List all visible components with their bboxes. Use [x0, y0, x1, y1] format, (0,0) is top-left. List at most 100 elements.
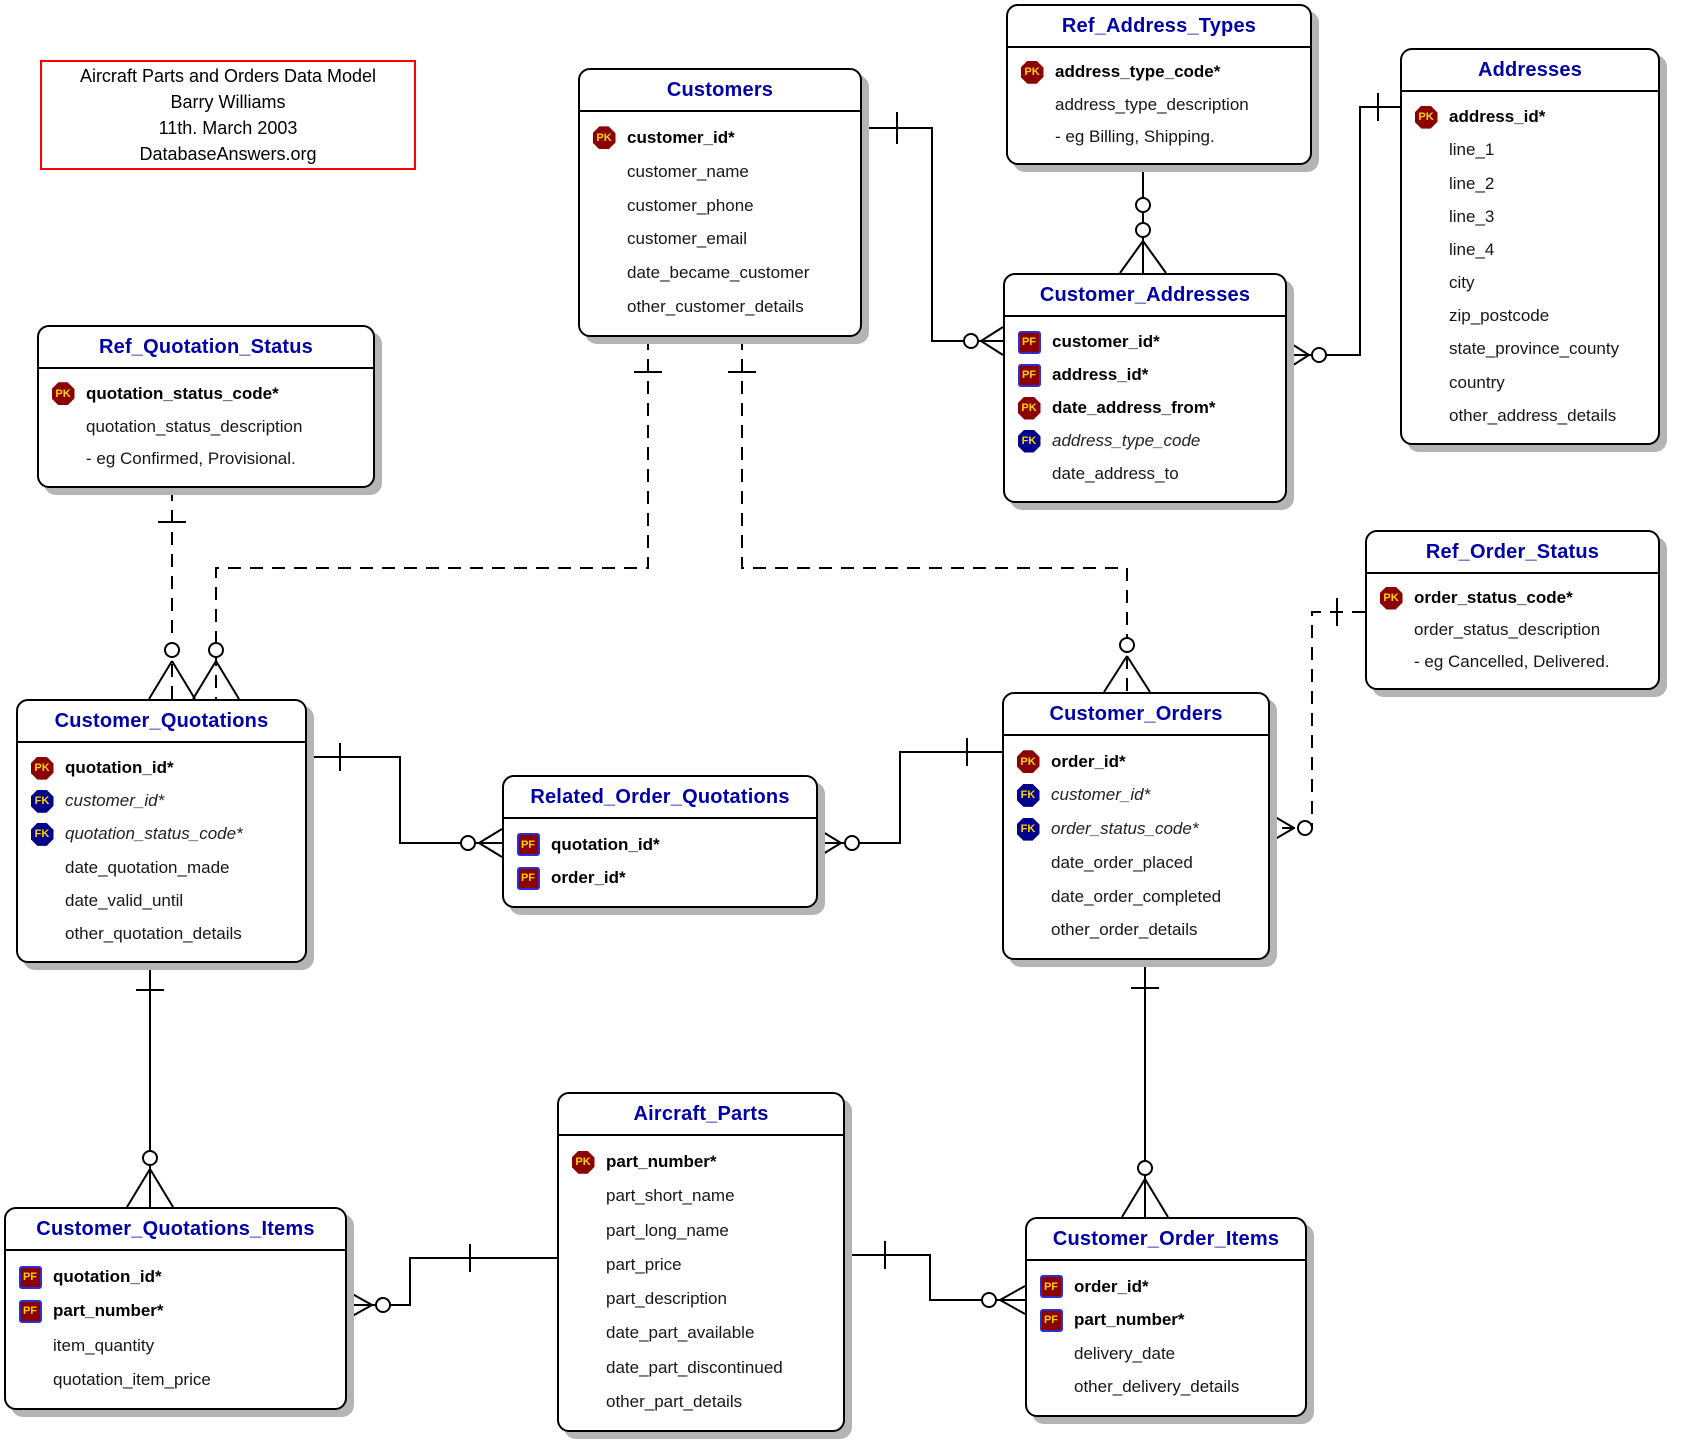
primary-foreign-key-icon: PF: [18, 1299, 42, 1323]
attribute-row: customer_phone: [580, 194, 860, 218]
attribute-text: other_address_details: [1449, 405, 1617, 425]
attribute-row: zip_postcode: [1402, 304, 1658, 328]
cardinality-zero-circle: [1297, 820, 1313, 836]
attribute-text: date_quotation_made: [65, 857, 230, 877]
crowfoot-leg: [1119, 240, 1144, 274]
attribute-row: quotation_item_price: [6, 1368, 345, 1392]
entity-title: Aircraft_Parts: [559, 1094, 843, 1136]
attribute-text: date_address_to: [1052, 464, 1179, 483]
cardinality-zero-circle: [963, 333, 979, 349]
key-icon-cell: FK: [29, 822, 55, 846]
attribute-row: state_province_county: [1402, 337, 1658, 361]
attribute-row: PF part_number*: [1027, 1308, 1305, 1332]
attribute-row: date_quotation_made: [18, 856, 305, 880]
key-icon-cell: PK: [29, 756, 55, 780]
connector-customer_orders-customer_order_items: [1121, 960, 1169, 1218]
attribute-text: order_status_code*: [1051, 819, 1199, 839]
attribute-text: address_type_code: [1052, 431, 1201, 450]
primary-key-icon: PK: [30, 756, 54, 780]
primary-key-icon: PK: [592, 126, 616, 150]
cardinality-zero-circle: [1135, 197, 1151, 213]
primary-key-icon: PK: [1020, 60, 1044, 84]
title-box-line: Barry Williams: [170, 91, 286, 112]
attribute-row: order_status_description: [1367, 618, 1658, 642]
attribute-text: order_id*: [1074, 1276, 1149, 1296]
primary-key-icon: PK: [1379, 586, 1403, 610]
primary-key-icon: PK: [51, 382, 75, 406]
attribute-text: customer_name: [627, 161, 749, 181]
attribute-text: line_3: [1449, 206, 1495, 226]
cardinality-zero-circle: [1311, 347, 1327, 363]
primary-foreign-key-icon: PF: [1017, 330, 1041, 354]
foreign-key-icon: FK: [30, 822, 54, 846]
entity-title: Customer_Addresses: [1005, 275, 1285, 317]
attribute-text: part_description: [606, 1289, 727, 1309]
attribute-text: quotation_id*: [551, 834, 660, 854]
crowfoot-leg: [1142, 240, 1167, 274]
attribute-row: other_address_details: [1402, 404, 1658, 428]
attribute-text: - eg Confirmed, Provisional.: [86, 449, 296, 469]
key-icon-cell: PF: [17, 1265, 43, 1289]
crowfoot-leg: [1121, 1178, 1146, 1218]
attribute-text: part_number*: [1074, 1310, 1185, 1330]
key-icon-cell: FK: [29, 789, 55, 813]
attribute-text: part_short_name: [606, 1186, 735, 1206]
primary-foreign-key-icon: PF: [1017, 363, 1041, 387]
key-icon-cell: PF: [515, 833, 541, 857]
attribute-text: - eg Cancelled, Delivered.: [1414, 652, 1610, 671]
attribute-text: order_status_code*: [1414, 588, 1573, 607]
attribute-text: city: [1449, 273, 1475, 293]
attribute-row: line_3: [1402, 205, 1658, 229]
cardinality-zero-circle: [208, 642, 224, 658]
crowfoot-leg: [1286, 340, 1310, 356]
attribute-text: customer_phone: [627, 195, 754, 215]
attribute-row: country: [1402, 371, 1658, 395]
primary-foreign-key-icon: PF: [1039, 1308, 1063, 1332]
attribute-text: quotation_id*: [65, 758, 174, 778]
attribute-text: - eg Billing, Shipping.: [1055, 126, 1215, 146]
attribute-text: quotation_id*: [53, 1267, 162, 1287]
entity-title: Customer_Quotations: [18, 701, 305, 743]
connector-customers-customer_quotations: [192, 337, 662, 700]
attribute-text: other_customer_details: [627, 297, 804, 317]
entity-title: Customer_Quotations_Items: [6, 1209, 345, 1251]
title-box-line: 11th. March 2003: [158, 118, 298, 138]
crowfoot-leg: [999, 1299, 1026, 1315]
attribute-row: FK order_status_code*: [1004, 817, 1268, 841]
attribute-row: PF quotation_id*: [504, 833, 816, 857]
attribute-text: customer_id*: [65, 791, 165, 811]
attribute-row: date_valid_until: [18, 889, 305, 913]
connector-aircraft_parts-customer_order_items: [845, 1241, 1026, 1315]
attribute-row: date_part_discontinued: [559, 1356, 843, 1380]
attribute-row: PF quotation_id*: [6, 1265, 345, 1289]
key-icon-cell: PK: [1378, 586, 1404, 610]
attribute-row: date_order_placed: [1004, 851, 1268, 875]
key-icon-cell: FK: [1015, 817, 1041, 841]
key-icon-cell: PK: [50, 382, 76, 406]
crowfoot-leg: [126, 1168, 151, 1208]
key-icon-cell: PK: [1019, 60, 1045, 84]
attribute-text: zip_postcode: [1449, 306, 1550, 326]
attribute-text: state_province_county: [1449, 339, 1620, 359]
connector-customer_orders-related_order_quotations: [817, 738, 1002, 858]
entity-title: Addresses: [1402, 50, 1658, 92]
key-icon-cell: PF: [1016, 330, 1042, 354]
foreign-key-icon: FK: [1016, 817, 1040, 841]
attribute-text: order_status_description: [1414, 620, 1601, 639]
attribute-row: address_type_description: [1008, 93, 1310, 117]
entity-title: Customers: [580, 70, 860, 112]
attribute-row: delivery_date: [1027, 1342, 1305, 1366]
attribute-text: other_order_details: [1051, 920, 1198, 940]
foreign-key-icon: FK: [30, 789, 54, 813]
